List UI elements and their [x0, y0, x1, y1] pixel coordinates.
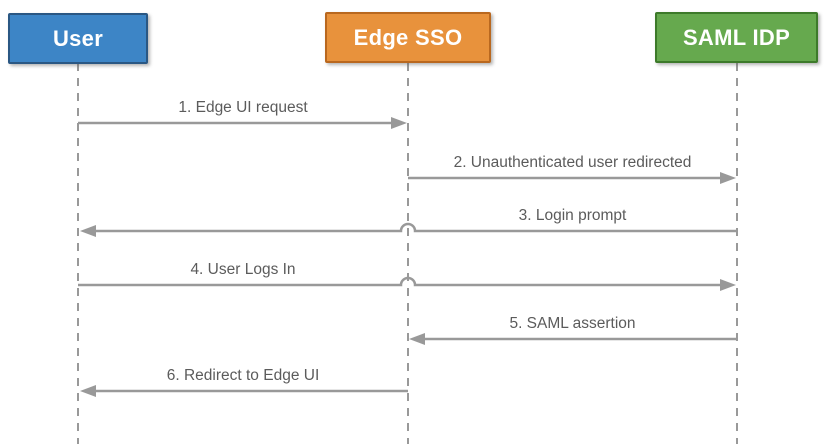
actor-saml-idp: SAML IDP: [655, 12, 818, 63]
message-3-line: [95, 222, 737, 233]
actor-saml-idp-label: SAML IDP: [682, 24, 791, 50]
message-6-arrowhead: [80, 385, 96, 397]
message-1-arrow: [78, 117, 407, 129]
actor-user: User: [8, 13, 148, 64]
actor-user-label: User: [52, 25, 104, 51]
message-5-arrowhead: [409, 333, 425, 345]
message-2-arrow: [408, 172, 736, 184]
message-6-arrow: [80, 385, 408, 397]
actor-edge-sso: Edge SSO: [325, 12, 491, 63]
message-5-label: 5. SAML assertion: [509, 315, 636, 332]
message-1-label: 1. Edge UI request: [178, 99, 308, 116]
message-6-label: 6. Redirect to Edge UI: [166, 367, 320, 384]
message-1-arrowhead: [391, 117, 407, 129]
message-3-arrow: [80, 222, 737, 237]
message-4-line: [78, 276, 721, 287]
message-2-arrowhead: [720, 172, 736, 184]
message-4-arrowhead: [720, 279, 736, 291]
message-4-label: 4. User Logs In: [190, 261, 296, 278]
message-3-arrowhead: [80, 225, 96, 237]
actor-edge-sso-label: Edge SSO: [353, 24, 463, 50]
message-2-label: 2. Unauthenticated user redirected: [453, 154, 692, 171]
message-4-arrow: [78, 276, 736, 291]
message-3-label: 3. Login prompt: [518, 207, 627, 224]
message-5-arrow: [409, 333, 737, 345]
